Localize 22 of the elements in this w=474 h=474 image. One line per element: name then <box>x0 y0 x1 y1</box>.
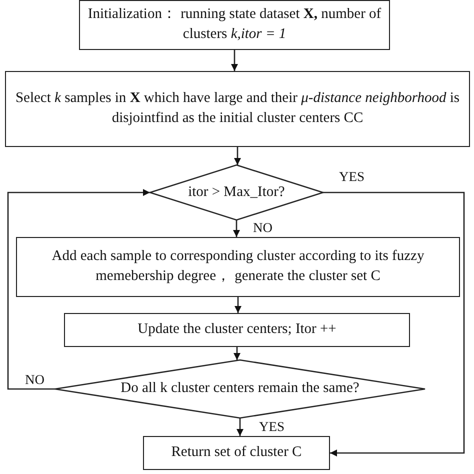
step-text: Return set of cluster C <box>171 443 302 462</box>
step-text: Initialization： running state dataset X, number of clusters k,itor = 1 <box>86 5 382 44</box>
process-box <box>16 237 460 297</box>
process-box <box>5 71 470 147</box>
decision-diamond <box>55 360 425 418</box>
arrow <box>231 50 238 71</box>
decision-text: itor > Max_Itor? <box>188 182 285 202</box>
step-text: Select k samples in X which have large and their μ-distance neighborhood is disjointfind as the initial cluster centers CC <box>14 89 461 128</box>
decision-diamond <box>150 165 323 220</box>
arrow <box>234 297 242 313</box>
process-box <box>64 313 410 347</box>
arrow <box>7 189 150 390</box>
step-text: Update the cluster centers; Itor ++ <box>138 320 336 340</box>
process-box <box>143 436 330 470</box>
decision-text: Do all k cluster centers remain the same? <box>120 379 360 398</box>
arrow <box>234 347 240 360</box>
arrow <box>234 147 241 165</box>
arrow <box>323 192 465 456</box>
arrow <box>233 220 240 237</box>
step-text: Add each sample to corresponding cluster according to its fuzzy memebership degree， generate the cluster set C <box>50 247 426 286</box>
process-box <box>79 0 390 50</box>
arrow <box>236 418 244 436</box>
